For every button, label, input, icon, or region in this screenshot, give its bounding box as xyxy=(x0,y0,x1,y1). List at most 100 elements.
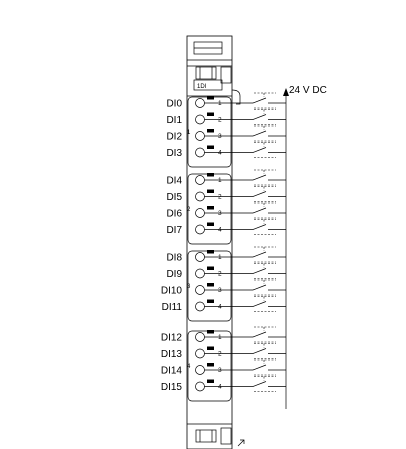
channel-label: DI1 xyxy=(166,115,182,126)
sensor-boundary xyxy=(254,296,276,312)
channel-label: DI4 xyxy=(166,176,182,187)
switch-contact xyxy=(252,130,267,137)
channel-row: DI2 3 xyxy=(166,125,286,143)
sensor-boundary xyxy=(254,263,276,279)
terminal-number: 3 xyxy=(218,133,222,140)
led-indicator xyxy=(207,250,214,254)
channel-label: DI14 xyxy=(161,366,183,377)
terminal-number: 3 xyxy=(218,367,222,374)
channel-row: DI12 1 xyxy=(161,326,286,344)
sensor-boundary xyxy=(254,92,276,109)
led-indicator xyxy=(207,173,214,177)
switch-contact xyxy=(252,114,267,120)
led-indicator xyxy=(207,145,214,149)
channel-label: DI11 xyxy=(162,302,183,313)
sensor-boundary xyxy=(254,125,276,142)
group-number: 2 xyxy=(187,207,191,213)
module-tag: 1DI xyxy=(197,84,207,90)
terminal-number: 2 xyxy=(218,271,222,278)
terminal-number: 1 xyxy=(218,177,222,184)
channel-label: DI15 xyxy=(161,382,183,393)
terminal-number: 1 xyxy=(218,254,222,261)
led-indicator xyxy=(207,189,214,193)
channel-label: DI13 xyxy=(161,349,183,360)
terminal-number: 4 xyxy=(218,227,222,234)
terminal-number: 1 xyxy=(218,334,222,341)
channel-row: DI13 2 xyxy=(161,343,286,360)
terminal-number: 4 xyxy=(218,304,222,311)
switch-contact xyxy=(252,191,267,197)
sensor-boundary xyxy=(254,202,276,219)
sensor-boundary xyxy=(254,246,276,263)
switch-contact xyxy=(252,331,267,338)
sensor-boundary xyxy=(254,186,276,202)
led-indicator xyxy=(207,299,214,303)
module-bottom-latch xyxy=(187,423,245,447)
channel-row: DI4 1 xyxy=(166,169,286,187)
led-indicator xyxy=(207,112,214,116)
channel-label: DI9 xyxy=(166,269,182,280)
switch-contact xyxy=(252,97,267,104)
channel-label: DI5 xyxy=(166,192,182,203)
supply-hook xyxy=(231,89,241,105)
terminal-number: 2 xyxy=(218,194,222,201)
sensor-boundary xyxy=(254,219,276,235)
channel-label: DI3 xyxy=(166,148,182,159)
terminal-number: 2 xyxy=(218,117,222,124)
led-indicator xyxy=(207,266,214,270)
sensor-boundary xyxy=(254,109,276,125)
channel-row: DI0 1 xyxy=(166,92,286,110)
channel-row: DI3 4 xyxy=(166,142,286,159)
sensor-boundary xyxy=(254,359,276,376)
supply-label: 24 V DC xyxy=(289,85,327,96)
led-indicator xyxy=(207,330,214,334)
sensor-boundary xyxy=(254,279,276,296)
terminal-number: 3 xyxy=(218,210,222,217)
led-indicator xyxy=(207,363,214,367)
group-number: 3 xyxy=(187,284,191,290)
led-indicator xyxy=(207,379,214,383)
channel-row: DI11 4 xyxy=(162,296,286,313)
supply-arrow xyxy=(283,88,289,96)
channel-label: DI8 xyxy=(166,253,182,264)
switch-contact xyxy=(252,284,267,291)
sensor-boundary xyxy=(254,142,276,158)
channel-label: DI7 xyxy=(166,225,182,236)
channel-label: DI2 xyxy=(166,132,182,143)
sensor-boundary xyxy=(254,376,276,392)
channel-row: DI8 1 xyxy=(166,246,286,264)
switch-contact xyxy=(252,268,267,274)
terminal-number: 1 xyxy=(218,100,222,107)
terminal-number: 2 xyxy=(218,351,222,358)
led-indicator xyxy=(207,96,214,100)
channel-row: DI7 4 xyxy=(166,219,286,236)
switch-contact xyxy=(252,364,267,371)
led-indicator xyxy=(207,129,214,133)
channel-label: DI12 xyxy=(161,333,183,344)
led-indicator xyxy=(207,206,214,210)
channel-row: DI14 3 xyxy=(161,359,286,377)
group-number: 4 xyxy=(187,364,191,370)
switch-contact xyxy=(252,207,267,214)
switch-contact xyxy=(252,224,267,230)
terminal-number: 4 xyxy=(218,150,222,157)
channel-row: DI1 2 xyxy=(166,109,286,126)
switch-contact xyxy=(252,174,267,181)
channel-label: DI0 xyxy=(166,99,182,110)
channel-row: DI15 4 xyxy=(161,376,286,393)
terminal-number: 3 xyxy=(218,287,222,294)
switch-contact xyxy=(252,381,267,387)
sensor-boundary xyxy=(254,343,276,359)
led-indicator xyxy=(207,346,214,350)
module-top-latch xyxy=(187,41,232,97)
terminal-number: 4 xyxy=(218,384,222,391)
switch-contact xyxy=(252,147,267,153)
sensor-boundary xyxy=(254,326,276,343)
group-number: 1 xyxy=(187,130,191,136)
switch-contact xyxy=(252,348,267,354)
channel-row: DI5 2 xyxy=(166,186,286,203)
sensor-boundary xyxy=(254,169,276,186)
